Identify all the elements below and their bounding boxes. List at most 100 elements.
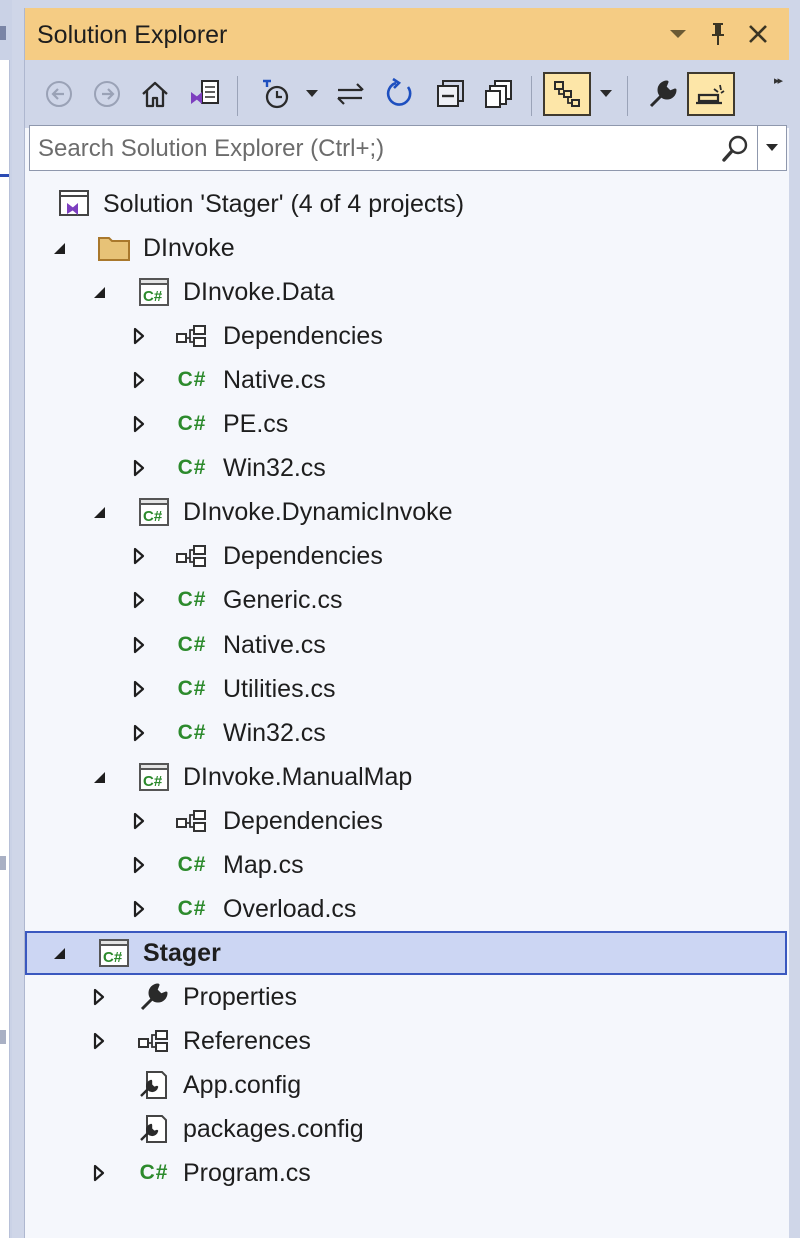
collapsed-arrow-icon[interactable] (129, 667, 149, 711)
csharp-file-icon: C# (177, 368, 207, 392)
collapsed-arrow-icon[interactable] (129, 887, 149, 931)
class-diagram-icon[interactable] (543, 72, 591, 116)
show-all-files-icon[interactable] (479, 74, 519, 114)
preview-icon[interactable] (687, 72, 735, 116)
tree-item-label: Solution 'Stager' (4 of 4 projects) (103, 190, 465, 218)
tree-item-label: App.config (183, 1071, 302, 1099)
class-diagram-dropdown-icon[interactable] (597, 74, 615, 114)
tree-item-label: DInvoke.DynamicInvoke (183, 498, 453, 527)
tree-item-label: packages.config (183, 1115, 364, 1144)
collapsed-arrow-icon[interactable] (129, 314, 149, 358)
tree-item[interactable]: C#Map.cs (25, 843, 789, 887)
tree-item[interactable]: C#PE.cs (25, 402, 789, 446)
csharp-file-icon: C# (139, 1161, 169, 1185)
collapse-all-icon[interactable] (431, 74, 471, 114)
collapsed-arrow-icon[interactable] (129, 623, 149, 667)
window-position-dropdown-icon[interactable] (661, 16, 695, 52)
collapsed-arrow-icon[interactable] (129, 843, 149, 887)
svg-text:C#: C# (143, 508, 163, 525)
tree-item[interactable]: App.config (25, 1063, 789, 1107)
tree-item-label: References (183, 1026, 311, 1055)
toolbar-overflow-icon[interactable]: ▸▸ (773, 75, 783, 87)
tree-item[interactable]: Dependencies (25, 799, 789, 843)
csharp-project-icon: C# (97, 937, 131, 969)
switch-views-icon[interactable] (185, 74, 225, 114)
close-icon[interactable] (741, 16, 775, 52)
tree-item-label: Native.cs (223, 630, 326, 659)
solution-explorer-panel: Solution Explorer (24, 8, 789, 1238)
collapsed-arrow-icon[interactable] (129, 358, 149, 402)
expanded-arrow-icon[interactable] (49, 226, 69, 270)
tree-item-label: Program.cs (183, 1159, 311, 1188)
tree-item-label: DInvoke.ManualMap (183, 762, 413, 791)
config-file-icon (137, 1069, 171, 1101)
tree-item-label: Properties (183, 982, 297, 1011)
pin-icon[interactable] (701, 16, 735, 52)
expanded-arrow-icon[interactable] (89, 755, 109, 799)
refresh-icon[interactable] (379, 74, 419, 114)
editor-document-edge (0, 60, 10, 1238)
tree-item[interactable]: C# Native.cs (25, 358, 789, 402)
tree-item-label: DInvoke.Data (183, 278, 335, 307)
csharp-project-icon: C# (137, 496, 171, 528)
toolbar-separator (531, 76, 532, 116)
search-box[interactable] (29, 125, 787, 171)
pending-changes-dropdown-icon[interactable] (303, 74, 321, 114)
tree-item-label: Win32.cs (223, 718, 326, 747)
tree-item[interactable]: packages.config (25, 1107, 789, 1151)
back-arrow-icon[interactable] (39, 74, 79, 114)
csharp-project-icon: C# (137, 761, 171, 793)
sync-icon[interactable] (331, 74, 371, 114)
tree-item[interactable]: References (25, 1019, 789, 1063)
tree-item[interactable]: C# DInvoke.Data (25, 270, 789, 314)
home-icon[interactable] (135, 74, 175, 114)
tree-item[interactable]: C#Utilities.cs (25, 667, 789, 711)
collapsed-arrow-icon[interactable] (89, 975, 109, 1019)
tree-item-label: Dependencies (223, 322, 383, 351)
tree-item[interactable]: C# Program.cs (25, 1151, 789, 1195)
expanded-arrow-icon[interactable] (89, 490, 109, 534)
csharp-file-icon: C# (177, 720, 207, 744)
search-options-dropdown-icon[interactable] (757, 126, 786, 170)
tree-item[interactable]: Dependencies (25, 534, 789, 578)
dependencies-icon (137, 1025, 171, 1057)
tree-item[interactable]: C#Overload.cs (25, 887, 789, 931)
tree-item[interactable]: Properties (25, 975, 789, 1019)
panel-title-bar[interactable]: Solution Explorer (25, 8, 789, 60)
collapsed-arrow-icon[interactable] (129, 711, 149, 755)
tree-item[interactable]: C# DInvoke.DynamicInvoke (25, 490, 789, 534)
svg-text:C#: C# (143, 288, 163, 305)
collapsed-arrow-icon[interactable] (89, 1019, 109, 1063)
expanded-arrow-icon[interactable] (49, 931, 69, 975)
editor-accent-line (0, 174, 9, 177)
csharp-file-icon: C# (177, 852, 207, 876)
tree-item[interactable]: DInvoke (25, 226, 789, 270)
solution-icon (57, 188, 91, 220)
tree-item[interactable]: C#Win32.cs (25, 446, 789, 490)
collapsed-arrow-icon[interactable] (129, 799, 149, 843)
tree-item[interactable]: Dependencies (25, 314, 789, 358)
collapsed-arrow-icon[interactable] (129, 534, 149, 578)
tree-item[interactable]: C#Native.cs (25, 623, 789, 667)
tree-item[interactable]: C#Generic.cs (25, 578, 789, 622)
wrench-icon[interactable] (643, 74, 683, 114)
clock-icon[interactable] (255, 74, 295, 114)
collapsed-arrow-icon[interactable] (129, 402, 149, 446)
csharp-file-icon: C# (177, 588, 207, 612)
collapsed-arrow-icon[interactable] (129, 578, 149, 622)
tree-item[interactable]: C# DInvoke.ManualMap (25, 755, 789, 799)
tree-item[interactable]: C#Stager (25, 930, 787, 975)
collapsed-arrow-icon[interactable] (89, 1151, 109, 1195)
tree-item-label: Native.cs (223, 366, 326, 395)
expanded-arrow-icon[interactable] (89, 270, 109, 314)
tree-item[interactable]: C# Win32.cs (25, 711, 789, 755)
tree-item-label: DInvoke (143, 234, 235, 263)
forward-arrow-icon[interactable] (87, 74, 127, 114)
collapsed-arrow-icon[interactable] (129, 446, 149, 490)
tree-item-label: Dependencies (223, 806, 383, 835)
search-input[interactable] (36, 132, 720, 166)
tree-item[interactable]: Solution 'Stager' (4 of 4 projects) (25, 182, 789, 226)
toolbar-separator (237, 76, 238, 116)
tree-item-label: Overload.cs (223, 894, 357, 923)
search-icon[interactable] (720, 134, 750, 164)
